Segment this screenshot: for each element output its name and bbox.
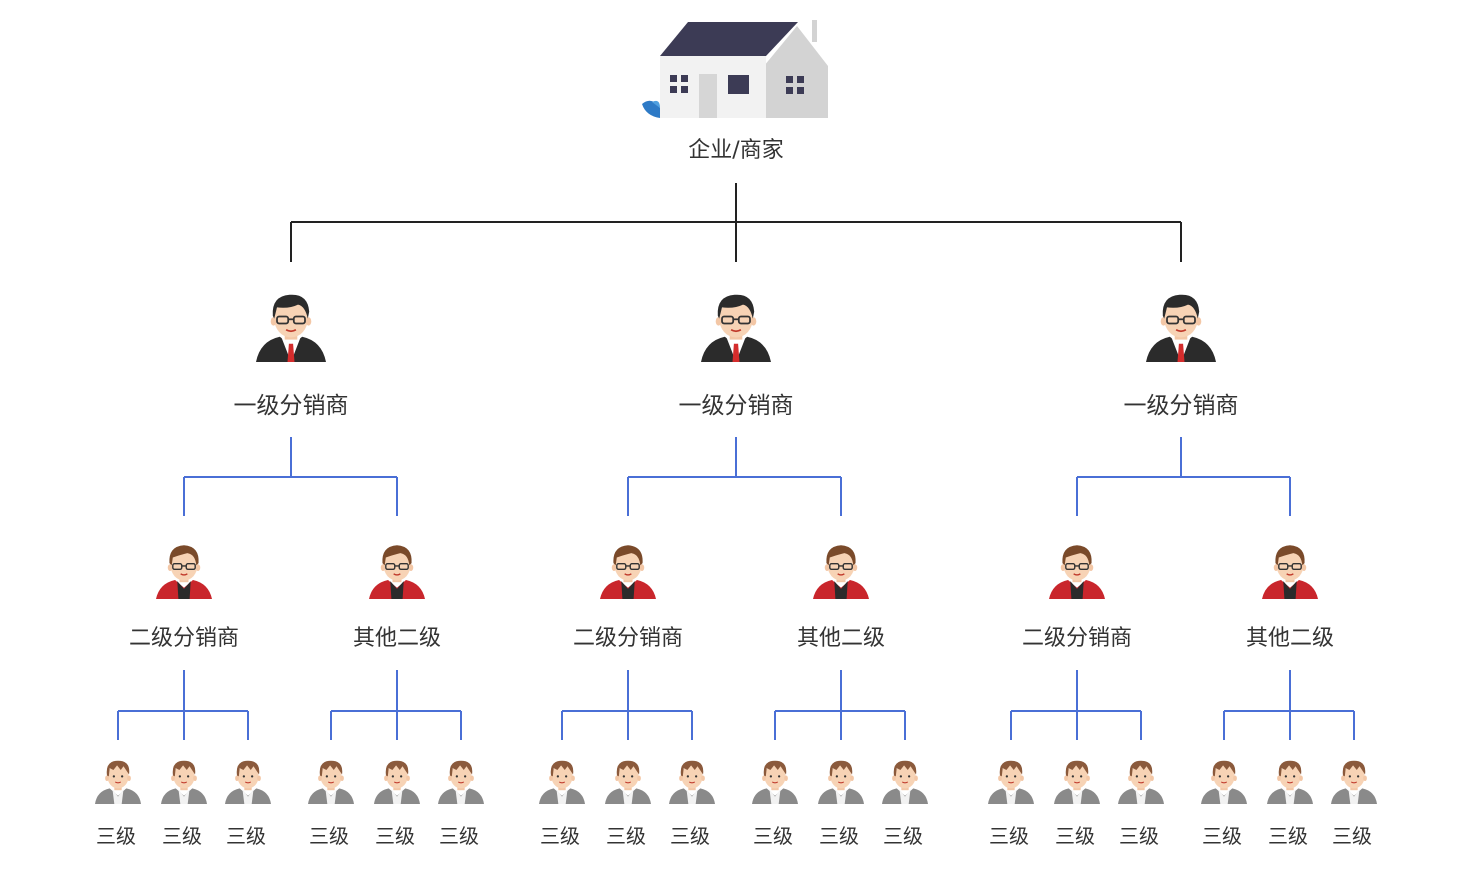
level2-distributor-label: 二级分销商 [128,626,240,651]
member-avatar-icon [882,760,928,804]
member-avatar-icon [225,760,271,804]
member-avatar-icon [669,760,715,804]
level3-member-label: 三级 [1119,824,1159,848]
other-level2-label: 其他二级 [352,626,442,651]
distributor-avatar-icon [600,545,656,599]
distributor-avatar-icon [1049,545,1105,599]
member-avatar-icon [1054,760,1100,804]
other-level2-label: 其他二级 [796,626,886,651]
level3-member-label: 三级 [1202,824,1242,848]
level3-member-label: 三级 [540,824,580,848]
level3-member-label: 三级 [1055,824,1095,848]
distributor-avatar-icon [1262,545,1318,599]
level1-distributor-label: 一级分销商 [678,393,794,419]
level3-member-label: 三级 [883,824,923,848]
member-avatar-icon [95,760,141,804]
member-avatar-icon [539,760,585,804]
other-level2-label: 其他二级 [1245,626,1335,651]
level3-member-label: 三级 [162,824,202,848]
member-avatar-icon [1331,760,1377,804]
member-avatar-icon [438,760,484,804]
member-avatar-icon [374,760,420,804]
member-avatar-icon [308,760,354,804]
distributor-avatar-icon [813,545,869,599]
level3-member-label: 三级 [96,824,136,848]
level3-member-label: 三级 [1268,824,1308,848]
member-avatar-icon [1201,760,1247,804]
member-avatar-icon [161,760,207,804]
level1-distributor-label: 一级分销商 [233,393,349,419]
member-avatar-icon [988,760,1034,804]
house-icon [642,20,828,118]
level3-member-label: 三级 [226,824,266,848]
distributor-avatar-icon [369,545,425,599]
member-avatar-icon [1118,760,1164,804]
level3-member-label: 三级 [819,824,859,848]
level3-member-label: 三级 [309,824,349,848]
level3-member-label: 三级 [989,824,1029,848]
manager-avatar-icon [256,294,326,362]
manager-avatar-icon [701,294,771,362]
member-avatar-icon [752,760,798,804]
level1-distributor-label: 一级分销商 [1123,393,1239,419]
manager-avatar-icon [1146,294,1216,362]
distributor-avatar-icon [156,545,212,599]
level2-distributor-label: 二级分销商 [1021,626,1133,651]
member-avatar-icon [818,760,864,804]
level3-member-label: 三级 [670,824,710,848]
level3-member-label: 三级 [753,824,793,848]
level3-member-label: 三级 [1332,824,1372,848]
level3-member-label: 三级 [439,824,479,848]
root-label: 企业/商家 [688,138,784,163]
level2-distributor-label: 二级分销商 [572,626,684,651]
level3-member-label: 三级 [375,824,415,848]
member-avatar-icon [1267,760,1313,804]
level3-member-label: 三级 [606,824,646,848]
member-avatar-icon [605,760,651,804]
